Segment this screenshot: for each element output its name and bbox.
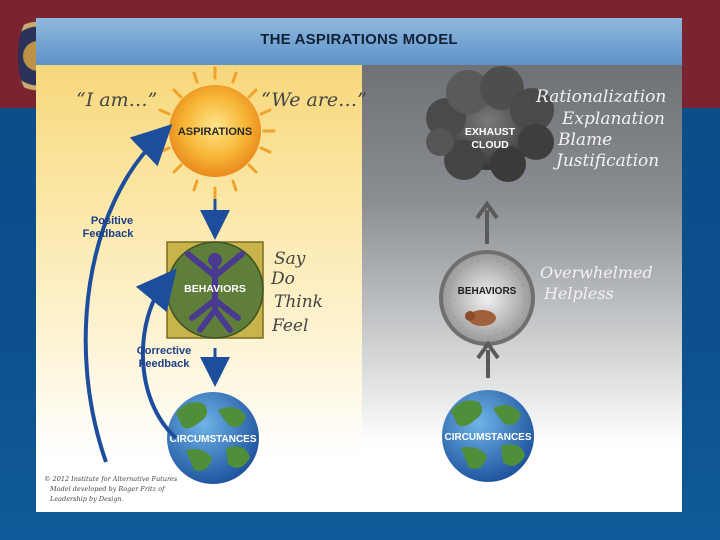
earth-globe-right-icon bbox=[442, 390, 534, 482]
action-think: Think bbox=[274, 292, 323, 312]
excuses-list: Rationalization Explanation Blame Justif… bbox=[535, 87, 666, 171]
state-overwhelmed: Overwhelmed bbox=[540, 263, 653, 282]
vitruvian-figure-icon bbox=[166, 241, 264, 339]
state-helpless: Helpless bbox=[543, 284, 614, 303]
quote-i-am: “I am…” bbox=[76, 89, 157, 111]
up-arrow-icon bbox=[476, 340, 500, 378]
title-bar: THE ASPIRATIONS MODEL bbox=[36, 18, 682, 65]
aspirations-label: ASPIRATIONS bbox=[178, 126, 252, 138]
aspirations-diagram: ASPIRATIONS “I am…” “We are…” BEHAVIORS … bbox=[44, 66, 666, 503]
excuse-rationalization: Rationalization bbox=[535, 87, 666, 107]
actions-list: Say Do Think Feel bbox=[270, 249, 323, 336]
behaviors-label: BEHAVIORS bbox=[184, 283, 246, 295]
exhaust-cloud-label-2: CLOUD bbox=[471, 139, 509, 151]
positive-feedback-arrow-icon bbox=[83, 124, 173, 463]
excuse-blame: Blame bbox=[557, 130, 612, 150]
action-say: Say bbox=[274, 249, 306, 269]
positive-feedback-line-1: Positive bbox=[91, 215, 133, 227]
action-feel: Feel bbox=[271, 316, 308, 336]
earth-globe-icon bbox=[167, 392, 259, 484]
action-do: Do bbox=[270, 269, 295, 289]
circumstances-right-label: CIRCUMSTANCES bbox=[444, 432, 531, 443]
svg-text:Leadership by Design.: Leadership by Design. bbox=[49, 495, 124, 503]
exhaust-cloud-icon bbox=[426, 66, 554, 182]
up-arrow-icon bbox=[475, 200, 499, 244]
corrective-feedback-arrow-icon bbox=[135, 268, 178, 440]
exhaust-cloud-label-1: EXHAUST bbox=[465, 126, 516, 138]
sun-icon bbox=[169, 85, 261, 177]
corrective-feedback-line-2: Feedback bbox=[139, 358, 191, 370]
circumstances-label: CIRCUMSTANCES bbox=[169, 434, 256, 445]
svg-text:© 2012 Institute for Alternati: © 2012 Institute for Alternative Futures bbox=[44, 475, 178, 483]
excuse-explanation: Explanation bbox=[561, 109, 665, 129]
corrective-feedback-line-1: Corrective bbox=[137, 345, 191, 357]
credit-text: © 2012 Institute for Alternative Futures… bbox=[44, 475, 178, 503]
positive-feedback-line-2: Feedback bbox=[83, 228, 135, 240]
hamster-wheel-icon bbox=[439, 250, 535, 346]
behaviors-right-label: BEHAVIORS bbox=[458, 286, 517, 297]
excuse-justification: Justification bbox=[553, 151, 659, 171]
page-title: THE ASPIRATIONS MODEL bbox=[260, 31, 458, 48]
svg-text:Model developed by Roger Fritz: Model developed by Roger Fritz of bbox=[49, 485, 166, 493]
diagram-card: THE ASPIRATIONS MODEL bbox=[36, 18, 682, 512]
sun-rays bbox=[154, 66, 276, 200]
quote-we-are: “We are…” bbox=[261, 89, 367, 111]
